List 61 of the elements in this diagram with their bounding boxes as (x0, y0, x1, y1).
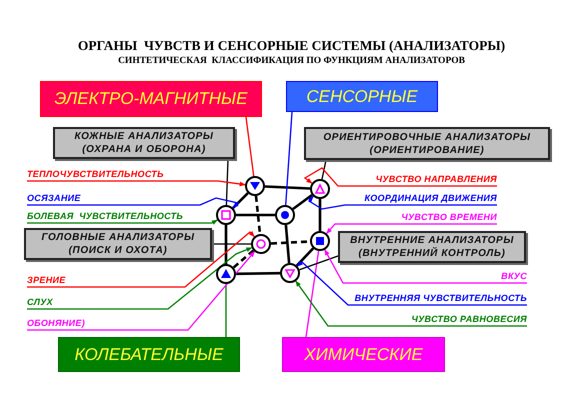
sense-label: ЧУВСТВО НАПРАВЛЕНИЯ (376, 174, 497, 185)
connector-line (299, 255, 339, 270)
cube-edge (254, 196, 262, 234)
connector-line (225, 284, 227, 338)
connector-line (212, 243, 251, 245)
arrow (27, 180, 246, 186)
arrow (295, 280, 527, 327)
arrow (27, 219, 218, 225)
arrow (326, 223, 497, 234)
cube-edge (284, 224, 290, 264)
category-box: ЭЛЕКТРО-МАГНИТНЫЕ (40, 81, 262, 117)
sense-label: ОБОНЯНИЕ) (27, 318, 85, 329)
vertex-circle (310, 179, 330, 199)
connector-line (285, 111, 293, 206)
cube-edge (236, 272, 280, 276)
connector-line (321, 159, 327, 180)
cube-edge (224, 225, 228, 264)
cube-edge (232, 192, 249, 209)
sense-label: ТЕПЛОЧУВСТВИТЕЛЬНОСТЬ (27, 169, 164, 180)
arrow (324, 249, 527, 284)
analyzer-box: ОРИЕНТИРОВОЧНЫЕ АНАЛИЗАТОРЫ (ОРИЕНТИРОВАНИЕ) (304, 127, 550, 160)
category-box: КОЛЕБАТЕЛЬНЫЕ (58, 337, 240, 372)
sense-label: ВКУС (501, 271, 527, 282)
sense-label: ОСЯЗАНИЕ (27, 193, 81, 204)
vertex-circle (251, 234, 271, 254)
connector-line (226, 158, 229, 206)
vertex-circle (216, 264, 236, 284)
arrow (27, 247, 252, 310)
vertex-circle (275, 205, 295, 225)
cube-edge (236, 214, 275, 216)
cube-edge (318, 199, 322, 231)
sense-label: СЛУХ (27, 297, 53, 308)
connector-line (305, 250, 320, 338)
cube-edge (292, 194, 313, 210)
sense-label: КООРДИНАЦИЯ ДВИЖЕНИЯ (364, 193, 497, 204)
cube-edge (296, 247, 314, 267)
sense-label: ЧУВСТВО РАВНОВЕСИЯ (411, 314, 527, 325)
arrow (27, 251, 255, 331)
arrow (296, 260, 527, 306)
vertex-circle (280, 263, 300, 283)
sense-label: ВНУТРЕННЯЯ ЧУВСТВИТЕЛЬНОСТЬ (354, 293, 527, 304)
sense-label: БОЛЕВАЯ ЧУВСТВИТЕЛЬНОСТЬ (27, 211, 184, 222)
category-box: ХИМИЧЕСКИЕ (282, 337, 445, 372)
vertex-circle (310, 231, 330, 251)
subtitle: СИНТЕТИЧЕСКАЯ КЛАССИФИКАЦИЯ ПО ФУНКЦИЯМ АНАЛИЗАТОРОВ (117, 56, 466, 66)
arrow (304, 167, 497, 187)
arrow (27, 197, 240, 208)
cube-edge (264, 185, 310, 190)
sense-label: ЧУВСТВО ВРЕМЕНИ (401, 212, 497, 223)
connector-line (245, 116, 254, 176)
vertex-circle (216, 205, 236, 225)
analyzer-box: КОЖНЫЕ АНАЛИЗАТОРЫ (ОХРАНА И ОБОРОНА) (53, 127, 235, 159)
cube-edge (232, 250, 254, 268)
title: ОРГАНЫ ЧУВСТВ И СЕНСОРНЫЕ СИСТЕМЫ (АНАЛИЗАТОРЫ) (76, 38, 506, 54)
arrow (308, 196, 497, 210)
vertex-circle (245, 176, 265, 196)
analyzer-box: ГОЛОВНЫЕ АНАЛИЗАТОРЫ (ПОИСК И ОХОТА) (24, 228, 212, 260)
sense-label: ЗРЕНИЕ (27, 275, 66, 286)
analyzer-box: ВНУТРЕННИЕ АНАЛИЗАТОРЫ (ВНУТРЕННИЙ КОНТРОЛЬ) (338, 231, 526, 263)
arrow (27, 231, 255, 288)
category-box: СЕНСОРНЫЕ (286, 81, 438, 112)
